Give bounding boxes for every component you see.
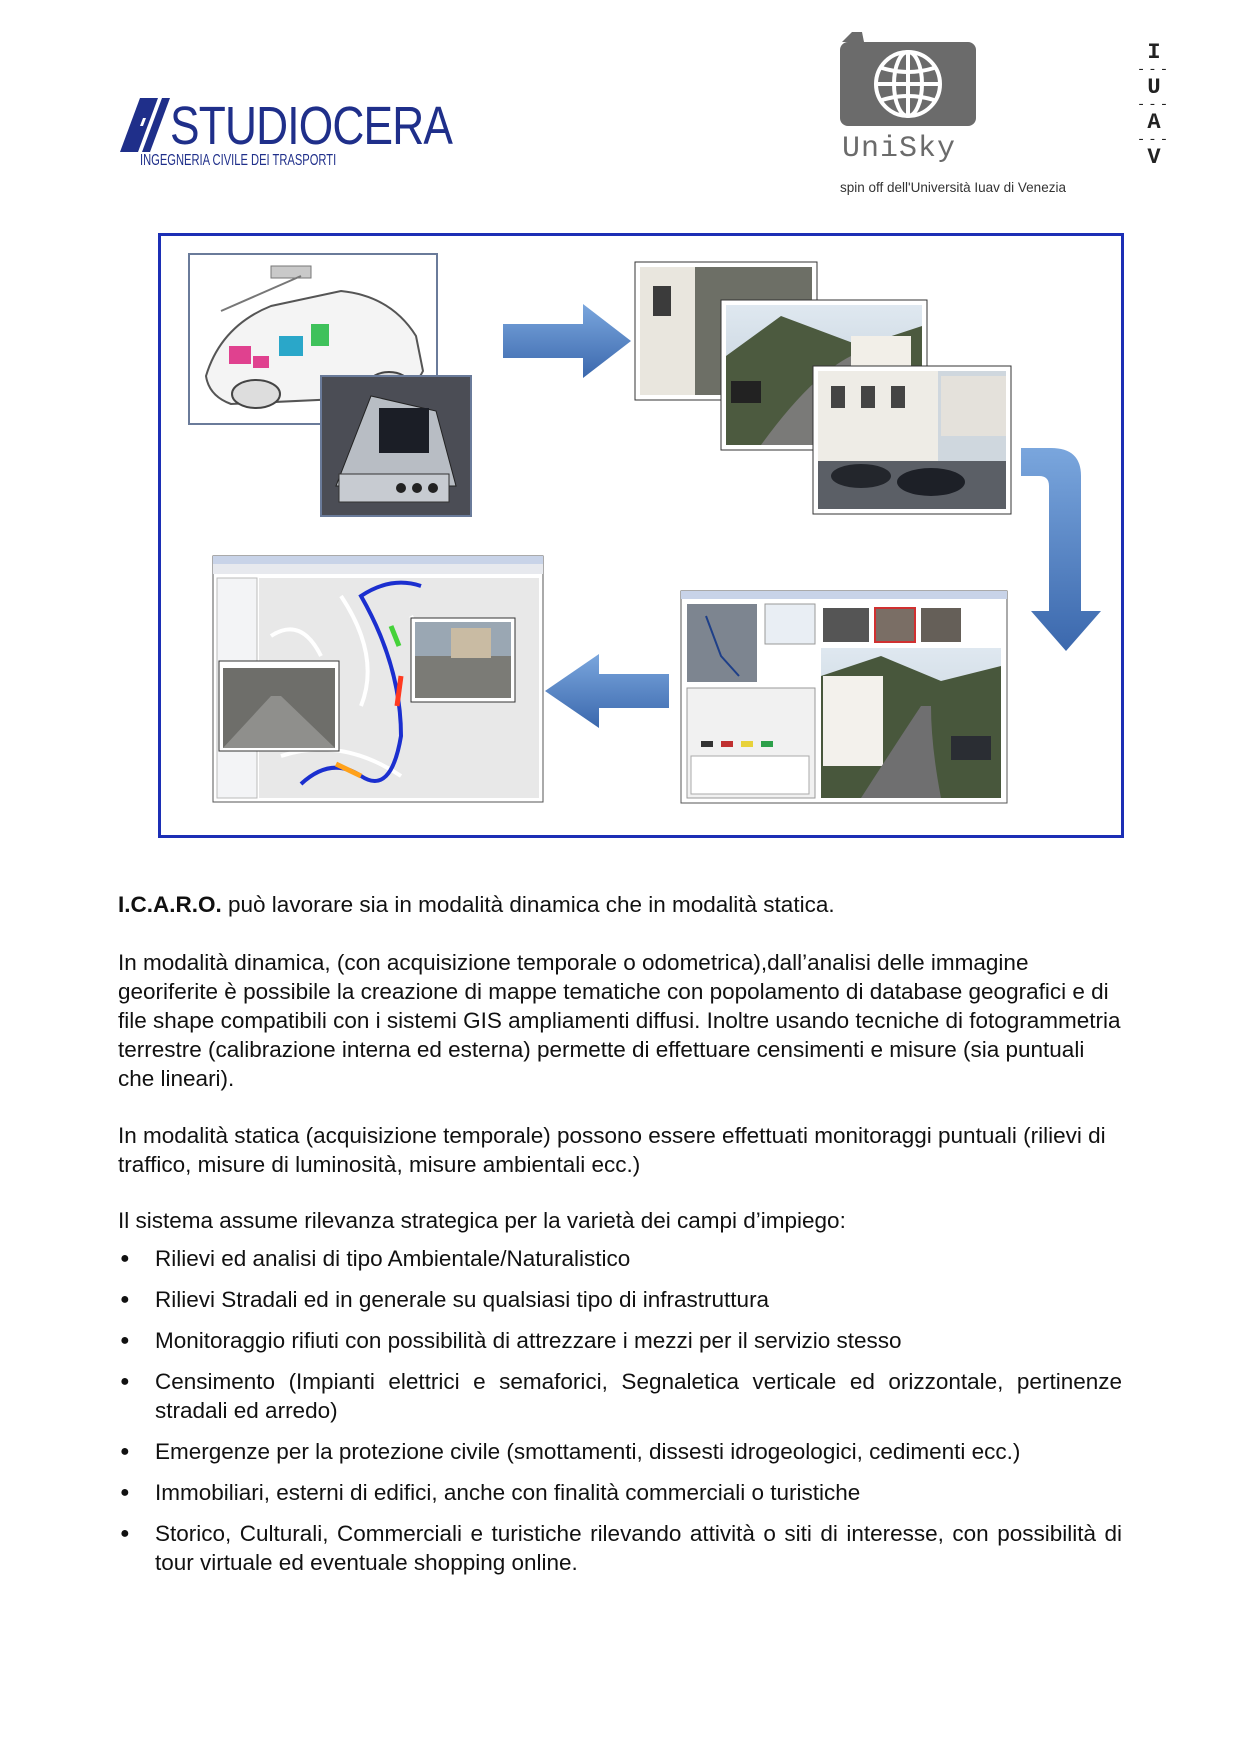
iuav-dash: --- (1136, 62, 1172, 78)
iuav-letter-u: U (1147, 75, 1161, 100)
studiocera-logo: STUDIOCERA INGEGNERIA CIVILE DEI TRASPOR… (118, 96, 453, 176)
application-fields-list: ● Rilievi ed analisi di tipo Ambientale/… (118, 1244, 1122, 1577)
software-screenshot-right (680, 590, 1008, 804)
studiocera-name: STUDIOCERA (170, 96, 453, 156)
bullet-icon: ● (120, 1443, 130, 1460)
list-item: ●Censimento (Impianti elettrici e semafo… (120, 1369, 1122, 1423)
iuav-logo: I --- U --- A --- V (1136, 40, 1172, 190)
iuav-letter-v: V (1147, 145, 1161, 170)
iuav-letter-i: I (1147, 40, 1161, 65)
list-item: ●Immobiliari, esterni di edifici, anche … (120, 1480, 861, 1505)
static-mode-paragraph: In modalità statica (acquisizione tempor… (118, 1123, 1106, 1177)
iuav-dash: --- (1136, 97, 1172, 113)
iuav-letter-a: A (1147, 110, 1161, 135)
dynamic-mode-paragraph: In modalità dinamica, (con acquisizione … (118, 950, 1121, 1091)
arrow-left-icon (545, 654, 669, 728)
iuav-dash: --- (1136, 132, 1172, 148)
unisky-name: UniSky (842, 132, 957, 166)
workflow-figure (158, 233, 1124, 838)
intro-text: può lavorare sia in modalità dinamica ch… (221, 892, 835, 917)
unisky-logo: UniSky spin off dell'Università Iuav di … (840, 32, 1100, 200)
list-item: ●Storico, Culturali, Commerciali e turis… (120, 1521, 1122, 1575)
list-item: ● Rilievi ed analisi di tipo Ambientale/… (120, 1246, 631, 1271)
studiocera-tagline: INGEGNERIA CIVILE DEI TRASPORTI (140, 152, 337, 169)
arrow-right-icon (503, 304, 631, 378)
bullet-icon: ● (120, 1250, 130, 1267)
arrow-curve-icon (1021, 448, 1101, 651)
street-photo-3 (812, 365, 1012, 515)
bullet-icon: ● (120, 1484, 130, 1501)
camera-globe-icon (840, 32, 976, 126)
list-item: ●Rilievi Stradali ed in generale su qual… (120, 1287, 770, 1312)
gis-screenshot-left (212, 555, 544, 803)
road-stripes-icon (120, 98, 170, 152)
intro-paragraph: I.C.A.R.O. può lavorare sia in modalità … (118, 890, 1122, 919)
unisky-tagline: spin off dell'Università Iuav di Venezia (840, 180, 1066, 195)
acquisition-case-image (320, 375, 472, 517)
bullet-icon: ● (120, 1373, 130, 1390)
icaro-name: I.C.A.R.O. (118, 892, 222, 917)
list-item: ●Monitoraggio rifiuti con possibilità di… (120, 1328, 902, 1353)
fields-intro-paragraph: Il sistema assume rilevanza strategica p… (118, 1208, 846, 1233)
bullet-icon: ● (120, 1291, 130, 1308)
bullet-icon: ● (120, 1525, 130, 1542)
bullet-icon: ● (120, 1332, 130, 1349)
list-item: ●Emergenze per la protezione civile (smo… (120, 1439, 1021, 1464)
